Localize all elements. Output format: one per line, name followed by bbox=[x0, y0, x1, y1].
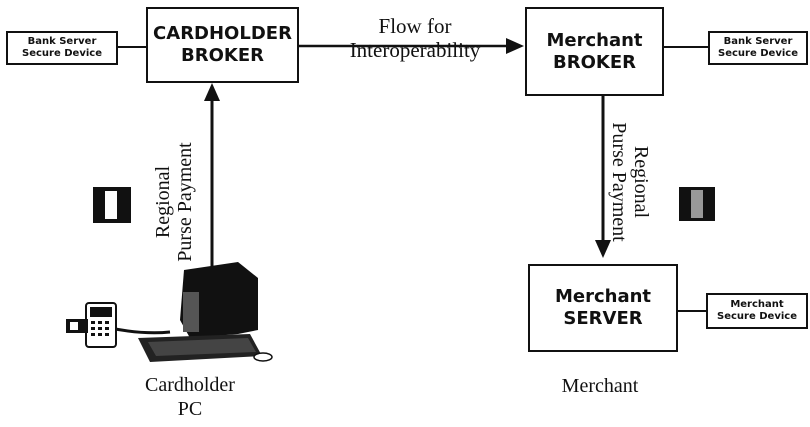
merchant-secure-device-line2: Secure Device bbox=[717, 311, 797, 322]
merchant-broker: Merchant BROKER bbox=[525, 7, 664, 96]
merchant-secure-device: Merchant Secure Device bbox=[706, 293, 808, 329]
flow-label-line1: Flow for bbox=[378, 14, 452, 38]
flow-label-line2: Interoperability bbox=[349, 38, 481, 62]
right-vertical-label-line2: Purse Payment bbox=[608, 122, 630, 242]
merchant-label-text: Merchant bbox=[561, 375, 639, 397]
merchant-server-line2: SERVER bbox=[563, 308, 643, 329]
bank-server-left-line1: Bank Server bbox=[27, 36, 97, 47]
bank-server-right: Bank Server Secure Device bbox=[708, 31, 808, 65]
right-down-arrowhead bbox=[595, 240, 611, 258]
cardholder-broker: CARDHOLDER BROKER bbox=[146, 7, 299, 83]
merchant-broker-line1: Merchant bbox=[546, 29, 643, 51]
cardholder-pc-label: Cardholder PC bbox=[120, 373, 260, 421]
bank-server-left-line2: Secure Device bbox=[22, 48, 102, 59]
cardholder-pc-label-line2: PC bbox=[177, 398, 203, 420]
cardholder-broker-line1: CARDHOLDER bbox=[153, 23, 292, 44]
bank-server-right-line2: Secure Device bbox=[718, 48, 798, 59]
cardholder-pc-label-line1: Cardholder bbox=[145, 374, 235, 396]
left-vertical-label-line2: Purse Payment bbox=[174, 142, 196, 262]
pc-icon bbox=[66, 262, 273, 362]
cardholder-broker-line2: BROKER bbox=[181, 45, 264, 66]
flow-arrowhead bbox=[506, 38, 524, 54]
left-vertical-label-line1: Regional bbox=[152, 165, 174, 239]
bank-server-right-line1: Bank Server bbox=[723, 36, 793, 47]
flow-label: Flow for Interoperability bbox=[320, 14, 510, 62]
merchant-server-line1: Merchant bbox=[554, 286, 652, 307]
merchant-broker-line2: BROKER bbox=[553, 51, 636, 73]
bank-server-left: Bank Server Secure Device bbox=[6, 31, 118, 65]
merchant-label: Merchant bbox=[530, 374, 670, 398]
merchant-server: Merchant SERVER bbox=[528, 264, 678, 352]
card-right-icon bbox=[679, 187, 715, 221]
right-vertical-label: Regional Purse Payment bbox=[604, 82, 652, 282]
left-up-arrowhead bbox=[204, 83, 220, 101]
card-left-icon bbox=[93, 187, 131, 223]
merchant-secure-device-line1: Merchant bbox=[730, 299, 784, 310]
left-vertical-label: Regional Purse Payment bbox=[152, 102, 200, 302]
right-vertical-label-line1: Regional bbox=[630, 145, 652, 219]
